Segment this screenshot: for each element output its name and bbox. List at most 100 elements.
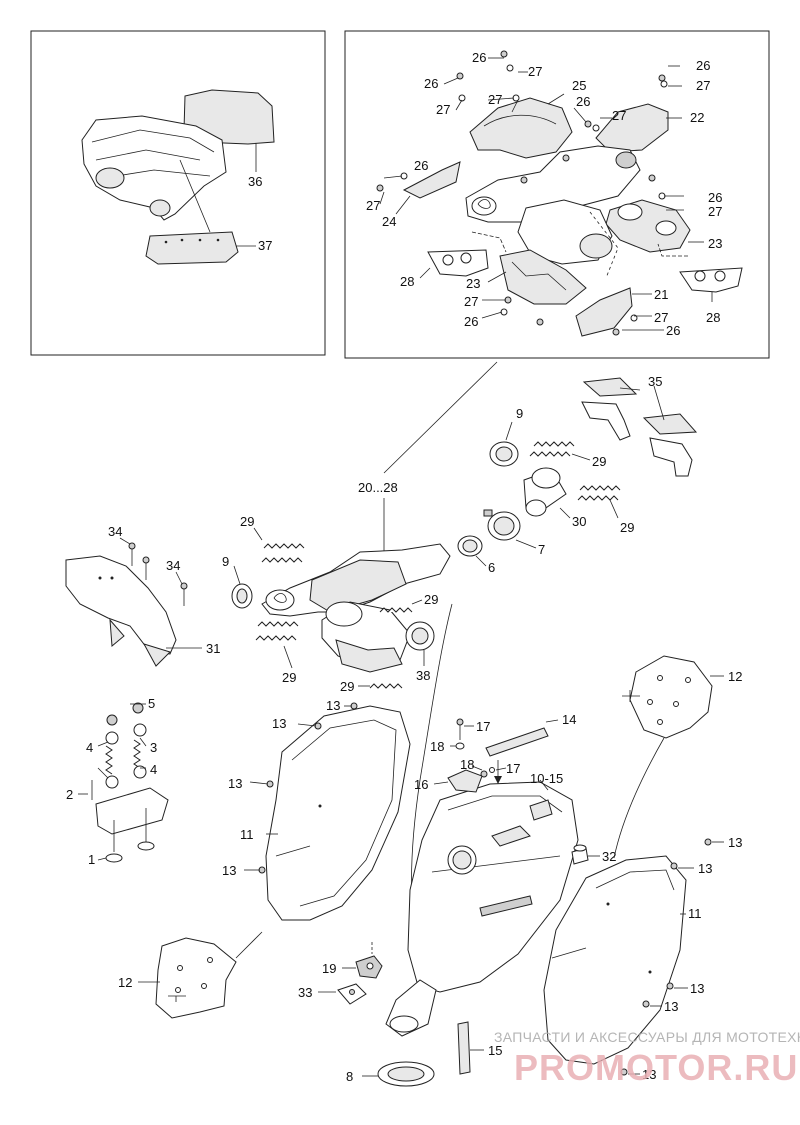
callout-5: 5 [148,696,155,711]
callout-21: 21 [654,287,668,302]
callout-27: 27 [708,204,722,219]
callout-13: 13 [642,1067,656,1082]
callout-34: 34 [166,558,180,573]
brackets-part-35 [581,377,698,477]
callout-6: 6 [488,560,495,575]
callout-28: 28 [706,310,720,325]
heat-shield-part-31 [65,555,177,667]
callout-33: 33 [298,985,312,1000]
callout-27: 27 [488,92,502,107]
callout-38: 38 [416,668,430,683]
plate-link-line [613,737,665,859]
callout-19: 19 [322,961,336,976]
callout-10-15: 10-15 [530,771,563,786]
callout-27: 27 [366,198,380,213]
manifold-cover-part-25 [469,97,573,159]
rubber-bumper-part-32 [571,844,589,865]
springs-part-29-right [577,485,621,501]
callout-9: 9 [222,554,229,569]
callout-11: 11 [240,827,254,842]
callout-1: 1 [88,852,95,867]
callout-27: 27 [464,294,478,309]
bolts-part-34 [128,542,188,606]
callout-26: 26 [414,158,428,173]
callout-27: 27 [654,310,668,325]
muffler-cover-part-11-left [265,705,411,921]
spring-part-29-lower [369,683,403,689]
watermark-tagline: ЗАПЧАСТИ И АКСЕССУАРЫ ДЛЯ МОТОТЕХНИКИ [494,1029,800,1045]
callout-26: 26 [708,190,722,205]
assembly-link-line [411,603,453,901]
springs-part-29-left-upper [261,543,305,563]
callout-27: 27 [528,64,542,79]
callout-26: 26 [576,94,590,109]
callout-13: 13 [228,776,242,791]
callout-13: 13 [728,835,742,850]
exhaust-manifold-upper [465,145,641,223]
callout-26: 26 [424,76,438,91]
callout-29: 29 [340,679,354,694]
gasket-ring-part-8 [377,1061,435,1087]
callout-23: 23 [466,276,480,291]
gasket-ring-part-38 [405,621,435,651]
frame-leader-line [383,361,498,474]
detail-frame-right [344,30,770,359]
callout-13: 13 [326,698,340,713]
washer-bolt-part-17-18-lower [480,767,495,778]
callout-31: 31 [206,641,220,656]
callout-22: 22 [690,110,704,125]
strip-part-14 [485,727,549,757]
callout-3: 3 [150,740,157,755]
heat-protection-part-16 [447,769,483,793]
callout-34: 34 [108,524,122,539]
callout-2: 2 [66,787,73,802]
springs-part-29-upper [529,441,575,457]
callout-29: 29 [240,514,254,529]
exhaust-manifold-lower [517,199,613,265]
heat-plate-part-12-left [155,937,237,1019]
callout-23: 23 [708,236,722,251]
bracket-part-19 [355,955,383,979]
callout-28: 28 [400,274,414,289]
callout-26: 26 [666,323,680,338]
watermark-logo: PROMOTOR.RU [514,1047,798,1088]
callout-13: 13 [690,981,704,996]
callout-36: 36 [248,174,262,189]
shield-part-22 [595,103,669,153]
gasket-ring-part-9-left [231,583,253,609]
detail-leader-lines [379,57,684,331]
callout-18: 18 [430,739,444,754]
callout-9: 9 [516,406,523,421]
connector-pipe-part-30 [523,467,567,517]
callout-29: 29 [424,592,438,607]
detail-frame-left [30,30,326,356]
label-strip-part-15 [457,1021,471,1075]
callout-37: 37 [258,238,272,253]
callout-16: 16 [414,777,428,792]
callout-25: 25 [572,78,586,93]
callout-27: 27 [696,78,710,93]
callout-32: 32 [602,849,616,864]
callout-4: 4 [86,740,93,755]
watermark: ЗАПЧАСТИ И АКСЕССУАРЫ ДЛЯ МОТОТЕХНИКИ PR… [494,1029,800,1088]
callout-17: 17 [476,719,490,734]
callout-18: 18 [460,757,474,772]
callout-30: 30 [572,514,586,529]
callout-8: 8 [346,1069,353,1084]
heat-protection-part-28-right [679,267,743,293]
callout-12: 12 [728,669,742,684]
callout-12: 12 [118,975,132,990]
callout-29: 29 [282,670,296,685]
muffler-cover-part-11-right [543,855,687,1065]
gasket-ring-part-9-upper [489,441,519,467]
heat-shield-cover-part-36 [81,89,275,221]
callout-29: 29 [620,520,634,535]
callout-13: 13 [698,861,712,876]
springs-part-29-mid [379,607,413,613]
callout-35: 35 [648,374,662,389]
heat-shield-disc-part-23-right [605,199,691,253]
callout-4: 4 [150,762,157,777]
clamp-part-7 [483,509,521,541]
callout-13: 13 [272,716,286,731]
callout-27: 27 [436,102,450,117]
